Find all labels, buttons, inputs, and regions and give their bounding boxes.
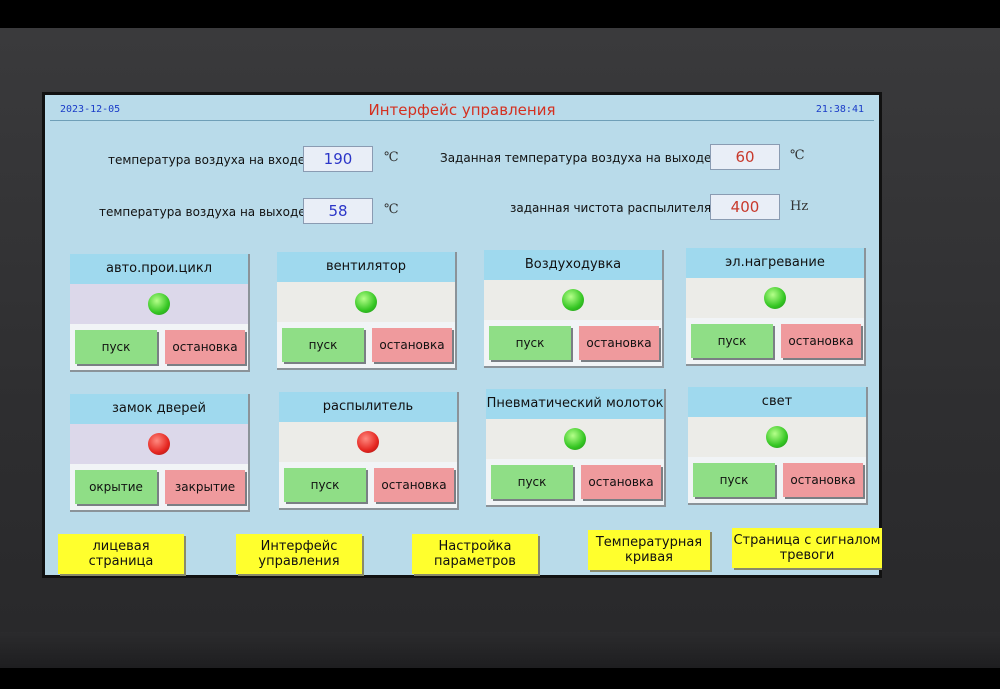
card-status-area — [688, 417, 866, 457]
status-lamp-icon — [357, 431, 379, 453]
status-lamp-icon — [766, 426, 788, 448]
card-title: замок дверей — [70, 394, 248, 424]
heating-stop-button[interactable]: остановка — [781, 324, 861, 358]
hammer-start-button[interactable]: пуск — [491, 465, 573, 499]
set-outlet-temp-unit: ℃ — [790, 148, 805, 163]
card-title: Пневматический молоток — [486, 389, 664, 419]
blower-stop-button[interactable]: остановка — [579, 326, 659, 360]
set-atomizer-freq-unit: Hz — [790, 199, 809, 214]
inlet-temp-value: 190 — [303, 146, 373, 172]
card-title: вентилятор — [277, 252, 455, 282]
status-lamp-icon — [764, 287, 786, 309]
hmi-screen: 2023-12-05 Интерфейс управления 21:38:41… — [42, 92, 882, 578]
hmi-bezel-bottom — [0, 632, 1000, 668]
card-status-area — [70, 284, 248, 324]
card-auto-cycle: авто.прои.цикл пуск остановка — [70, 254, 250, 372]
card-fan: вентилятор пуск остановка — [277, 252, 457, 370]
time-display: 21:38:41 — [815, 104, 864, 115]
set-atomizer-freq-input[interactable]: 400 — [710, 194, 780, 220]
card-door-lock: замок дверей окрытие закрытие — [70, 394, 250, 512]
nav-alarm-page-button[interactable]: Страница с сигналом тревоги — [732, 528, 882, 568]
atomizer-start-button[interactable]: пуск — [284, 468, 366, 502]
status-lamp-icon — [148, 433, 170, 455]
nav-label-line1: Страница с сигналом — [733, 533, 881, 548]
light-start-button[interactable]: пуск — [693, 463, 775, 497]
card-status-area — [484, 280, 662, 320]
card-title: эл.нагревание — [686, 248, 864, 278]
card-pneumatic-hammer: Пневматический молоток пуск остановка — [486, 389, 666, 507]
set-atomizer-freq-label: заданная чистота распылителя — [510, 201, 712, 215]
blower-start-button[interactable]: пуск — [489, 326, 571, 360]
nav-label-line2: страница — [88, 554, 154, 569]
nav-label-line2: параметров — [434, 554, 516, 569]
nav-label-line2: управления — [258, 554, 340, 569]
card-atomizer: распылитель пуск остановка — [279, 392, 459, 510]
nav-label-line1: лицевая — [92, 539, 150, 554]
status-lamp-icon — [562, 289, 584, 311]
set-outlet-temp-label: Заданная температура воздуха на выходе — [440, 151, 712, 165]
nav-label-line1: Температурная — [595, 535, 703, 550]
card-title: авто.прои.цикл — [70, 254, 248, 284]
inlet-temp-unit: ℃ — [384, 150, 399, 165]
heating-start-button[interactable]: пуск — [691, 324, 773, 358]
card-light: свет пуск остановка — [688, 387, 868, 505]
door-close-button[interactable]: закрытие — [165, 470, 245, 504]
nav-label-line1: Настройка — [438, 539, 512, 554]
card-electric-heating: эл.нагревание пуск остановка — [686, 248, 866, 366]
page-title: Интерфейс управления — [368, 101, 556, 119]
card-status-area — [486, 419, 664, 459]
fan-start-button[interactable]: пуск — [282, 328, 364, 362]
status-lamp-icon — [564, 428, 586, 450]
card-status-area — [277, 282, 455, 322]
atomizer-stop-button[interactable]: остановка — [374, 468, 454, 502]
card-title: свет — [688, 387, 866, 417]
card-status-area — [70, 424, 248, 464]
nav-control-interface-button[interactable]: Интерфейс управления — [236, 534, 362, 574]
card-blower: Воздуходувка пуск остановка — [484, 250, 664, 368]
nav-temperature-curve-button[interactable]: Температурная кривая — [588, 530, 710, 570]
auto-cycle-stop-button[interactable]: остановка — [165, 330, 245, 364]
nav-home-page-button[interactable]: лицевая страница — [58, 534, 184, 574]
card-status-area — [279, 422, 457, 462]
card-title: Воздуходувка — [484, 250, 662, 280]
nav-parameter-settings-button[interactable]: Настройка параметров — [412, 534, 538, 574]
set-outlet-temp-input[interactable]: 60 — [710, 144, 780, 170]
date-display: 2023-12-05 — [60, 104, 121, 115]
outlet-temp-value: 58 — [303, 198, 373, 224]
status-lamp-icon — [148, 293, 170, 315]
auto-cycle-start-button[interactable]: пуск — [75, 330, 157, 364]
nav-label-line1: Интерфейс — [260, 539, 338, 554]
outlet-temp-label: температура воздуха на выходе — [99, 205, 306, 219]
door-open-button[interactable]: окрытие — [75, 470, 157, 504]
nav-label-line2: кривая — [624, 550, 673, 565]
hammer-stop-button[interactable]: остановка — [581, 465, 661, 499]
fan-stop-button[interactable]: остановка — [372, 328, 452, 362]
top-bar: 2023-12-05 Интерфейс управления 21:38:41 — [50, 98, 874, 121]
light-stop-button[interactable]: остановка — [783, 463, 863, 497]
outlet-temp-unit: ℃ — [384, 202, 399, 217]
status-lamp-icon — [355, 291, 377, 313]
card-title: распылитель — [279, 392, 457, 422]
card-status-area — [686, 278, 864, 318]
nav-label-line2: тревоги — [779, 548, 835, 563]
inlet-temp-label: температура воздуха на входе — [108, 153, 306, 167]
